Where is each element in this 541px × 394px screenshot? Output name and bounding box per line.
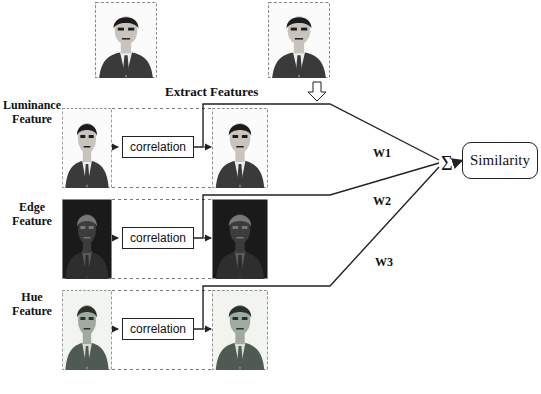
hue-image (62, 291, 111, 371)
process-box: correlation (122, 227, 194, 249)
connector (455, 161, 462, 164)
process-box: correlation (122, 136, 194, 158)
node-text: Σ (441, 152, 453, 174)
node-text: correlation (130, 322, 186, 336)
connector (194, 163, 439, 238)
step-label: Extract Features (165, 84, 258, 100)
weight-label: W2 (372, 194, 392, 209)
weight-label: W1 (372, 146, 392, 161)
feature-label: Edge Feature (3, 200, 61, 228)
node-text: correlation (130, 231, 186, 245)
sum-symbol: Σ (439, 153, 455, 173)
feature-label: Luminance Feature (3, 98, 61, 126)
portrait-photo (269, 2, 330, 78)
edge-image (62, 200, 111, 280)
connector (194, 167, 439, 329)
feature-label: Hue Feature (3, 290, 61, 318)
connector (194, 104, 439, 160)
weight-label: W3 (374, 255, 394, 270)
node-text: correlation (130, 140, 186, 154)
hue-image (212, 291, 267, 371)
portrait-photo (96, 2, 157, 78)
luminance-image (212, 109, 267, 189)
result-box: Similarity (462, 142, 538, 179)
process-box: correlation (122, 318, 194, 340)
edge-image (212, 200, 267, 280)
node-text: Similarity (470, 152, 530, 168)
down-arrow (308, 82, 326, 101)
luminance-image (62, 109, 111, 189)
